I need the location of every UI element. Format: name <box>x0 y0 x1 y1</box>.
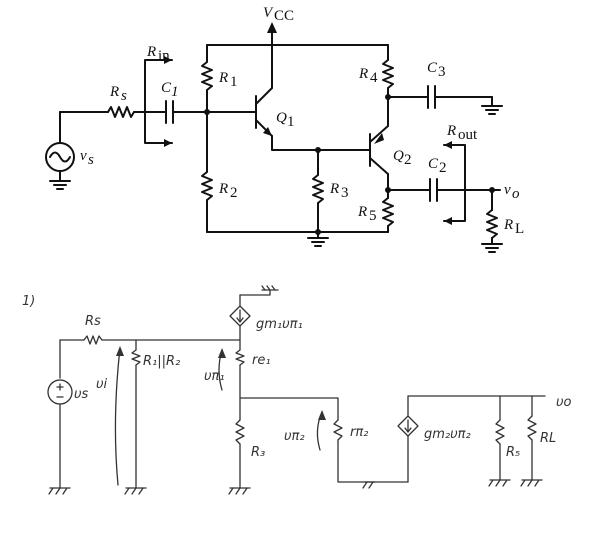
transistor-q1: Q 1 <box>206 44 371 151</box>
q1-label: Q <box>276 110 287 126</box>
resistor-r3: R 3 <box>312 149 349 233</box>
vo-label: v <box>504 182 511 198</box>
r3-label-sub: 3 <box>341 185 349 201</box>
sketch-vi-label: υi <box>96 377 108 392</box>
sketch-vo-label: υo <box>556 395 572 410</box>
rin-label: R <box>146 44 156 60</box>
c1-label-sub: 1 <box>171 84 179 100</box>
rin-label-sub: in <box>158 48 170 64</box>
q2-label: Q <box>393 148 404 164</box>
resistor-r4: R 4 <box>358 44 394 127</box>
r1-label-sub: 1 <box>230 74 238 90</box>
resistor-r1: R 1 <box>201 44 238 113</box>
sketch-vpi1-arrow: υπ₁ <box>204 348 226 391</box>
amplifier-schematic: V CC R 1 R 2 v s R s <box>0 0 606 262</box>
rs-label: R <box>109 84 119 100</box>
q1-label-sub: 1 <box>287 114 295 130</box>
sketch-vi-arrow: υi <box>96 346 124 486</box>
signal-source-vs: v s <box>45 111 94 190</box>
r3-label: R <box>329 181 339 197</box>
sketch-rs: Rs <box>59 314 241 345</box>
rin-arrow: R in <box>144 44 173 147</box>
q2-label-sub: 2 <box>404 152 412 168</box>
small-signal-sketch: 1) υs Rs υi R₁||R₂ <box>0 270 606 552</box>
r2-label-sub: 2 <box>230 185 238 201</box>
ground-bus <box>206 229 389 247</box>
sketch-r5-label: R₅ <box>506 445 520 460</box>
rs-label-sub: s <box>121 88 127 104</box>
sketch-rs-label: Rs <box>85 314 101 329</box>
sketch-gm2-label: gm₂υπ₂ <box>424 427 471 442</box>
sketch-vpi2-arrow: υπ₂ <box>284 410 326 451</box>
transistor-q2: Q 2 <box>369 125 412 191</box>
capacitor-c1: C 1 <box>161 80 208 124</box>
sketch-rl: RL υo <box>520 395 572 487</box>
r4-label-sub: 4 <box>370 70 378 86</box>
resistor-rs: R s <box>59 84 167 118</box>
sketch-gm1-label: gm₁υπ₁ <box>256 317 303 332</box>
sketch-rpi2: rπ₂ <box>239 397 409 489</box>
load-resistor-rl: v o R L <box>481 182 524 253</box>
vcc-supply: V CC <box>263 5 294 46</box>
vcc-label: V <box>263 5 274 21</box>
problem-number: 1) <box>22 294 35 309</box>
schematic-drawing: V CC R 1 R 2 v s R s <box>45 5 524 253</box>
vcc-label-sub: CC <box>274 8 294 24</box>
rout-label-sub: out <box>458 127 478 143</box>
r2-label: R <box>218 181 228 197</box>
sketch-source: υs <box>47 339 89 495</box>
sketch-drawing: 1) υs Rs υi R₁||R₂ <box>22 285 572 495</box>
sketch-vs-label: υs <box>74 387 89 402</box>
rout-arrow: R out <box>443 123 478 225</box>
c3-label-sub: 3 <box>438 64 446 80</box>
sketch-gm2-source: gm₂υπ₂ <box>397 395 546 483</box>
resistor-r2: R 2 <box>201 111 238 233</box>
sketch-vpi2-label: υπ₂ <box>284 429 305 444</box>
rout-label: R <box>446 123 456 139</box>
capacitor-c3: C 3 <box>387 60 503 115</box>
r1-label: R <box>218 70 228 86</box>
c2-label: C <box>428 156 439 172</box>
r5-label: R <box>357 204 367 220</box>
r5-label-sub: 5 <box>369 208 377 224</box>
vs-label-sub: s <box>88 152 94 168</box>
rl-label: R <box>503 217 513 233</box>
sketch-gm1-source: gm₁υπ₁ <box>229 285 303 351</box>
sketch-re1: re₁ <box>235 349 271 421</box>
sketch-r1r2: R₁||R₂ <box>124 339 180 495</box>
resistor-r5: R 5 <box>357 189 394 233</box>
rl-label-sub: L <box>515 221 524 237</box>
sketch-r1r2-label: R₁||R₂ <box>143 354 180 369</box>
sketch-r3-label: R₃ <box>251 445 265 460</box>
c2-label-sub: 2 <box>439 160 447 176</box>
vo-label-sub: o <box>512 186 520 202</box>
sketch-r5: R₅ <box>488 395 520 487</box>
sketch-re1-label: re₁ <box>252 353 271 368</box>
r4-label: R <box>358 66 368 82</box>
c3-label: C <box>427 60 438 76</box>
sketch-vpi1-label: υπ₁ <box>204 369 225 384</box>
sketch-rpi2-label: rπ₂ <box>350 425 368 440</box>
sketch-rl-label: RL <box>540 431 556 446</box>
sketch-r3: R₃ <box>228 419 265 495</box>
vs-label: v <box>80 148 87 164</box>
c1-label: C <box>161 80 172 96</box>
